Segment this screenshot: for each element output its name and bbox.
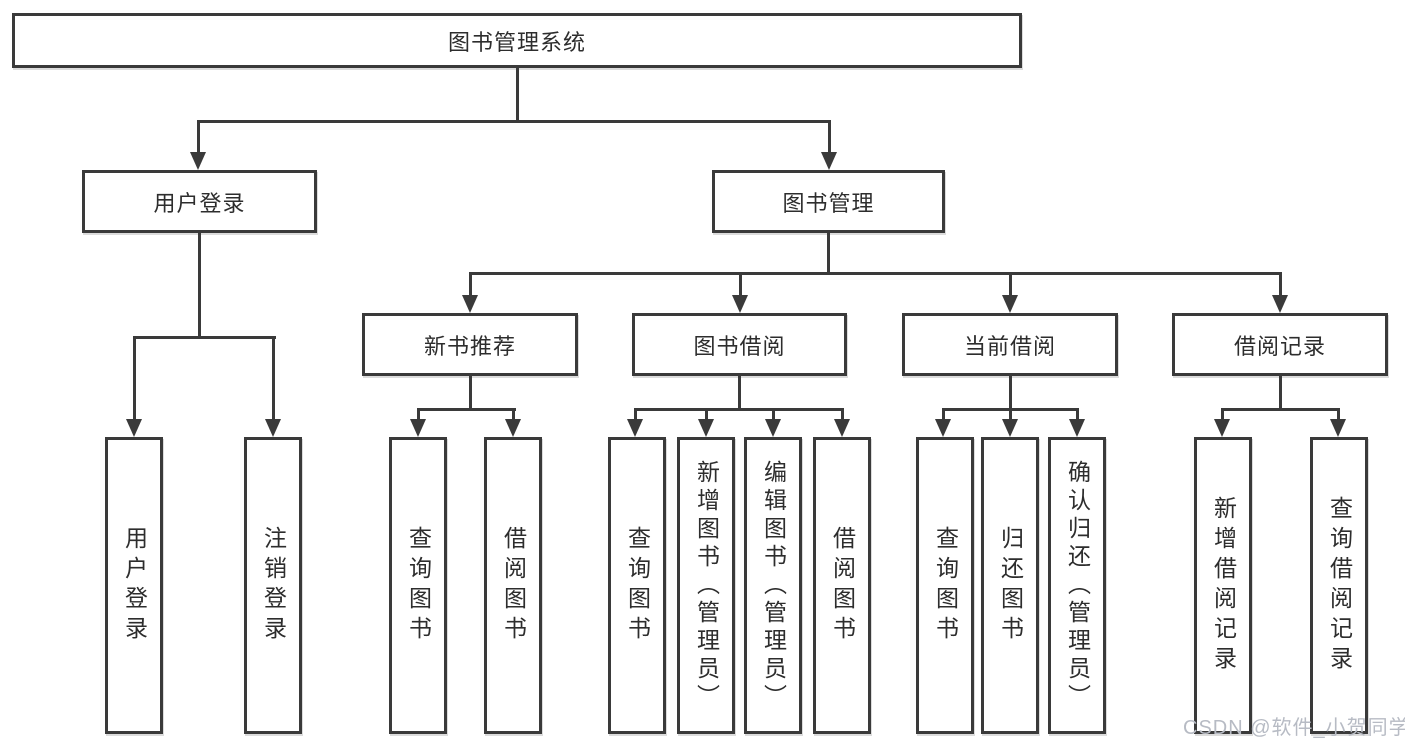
node-user-login: 用户登录 [82, 170, 317, 233]
leaf-query-books-recommend-label: 查询图书 [405, 525, 432, 646]
edge-records-hline [1221, 408, 1340, 411]
edge-borrowing-stem-4 [841, 408, 844, 419]
edge-bookmgmt-stem-2 [739, 272, 742, 295]
node-book-management: 图书管理 [712, 170, 945, 233]
node-library-system-label: 图书管理系统 [447, 29, 586, 55]
edge-newbook-vline [469, 376, 472, 408]
edge-root-hline [197, 120, 831, 123]
leaf-add-books-admin: 新增图书（管理员） [677, 437, 735, 734]
node-borrowing-records-label: 借阅记录 [1233, 333, 1326, 359]
arrowhead-down [821, 152, 837, 170]
leaf-borrow-books-recommend-label: 借阅图书 [500, 525, 527, 646]
leaf-borrow-books-recommend: 借阅图书 [484, 437, 542, 734]
node-book-management-label: 图书管理 [782, 190, 875, 216]
node-current-borrowing: 当前借阅 [902, 313, 1118, 376]
arrowhead-down [1214, 419, 1230, 437]
node-current-borrowing-label: 当前借阅 [963, 333, 1056, 359]
arrowhead-down [1272, 295, 1288, 313]
edge-userlogin-hline [133, 336, 276, 339]
arrowhead-down [505, 419, 521, 437]
edge-bookmgmt-stem-1 [469, 272, 472, 295]
edge-current-stem-2 [1009, 408, 1012, 419]
edge-userlogin-vline [198, 233, 201, 336]
arrowhead-down [732, 295, 748, 313]
edge-records-stem-2 [1337, 408, 1340, 419]
arrowhead-down [1330, 419, 1346, 437]
edge-bookmgmt-vline [827, 233, 830, 272]
csdn-watermark: CSDN @软件_小贺同学 [1183, 717, 1405, 739]
arrowhead-down [935, 419, 951, 437]
node-user-login-label: 用户登录 [153, 190, 246, 216]
leaf-logout-label: 注销登录 [260, 525, 287, 646]
edge-newbook-stem-2 [512, 408, 515, 419]
node-borrowing-records: 借阅记录 [1172, 313, 1388, 376]
edge-records-stem-1 [1221, 408, 1224, 419]
leaf-user-login-label: 用户登录 [121, 525, 148, 646]
node-book-borrowing-label: 图书借阅 [693, 333, 786, 359]
arrowhead-down [462, 295, 478, 313]
edge-borrowing-stem-2 [705, 408, 708, 419]
leaf-query-borrow-record-label: 查询借阅记录 [1326, 495, 1353, 676]
arrowhead-down [1002, 295, 1018, 313]
leaf-query-books-current-label: 查询图书 [932, 525, 959, 646]
arrowhead-down [265, 419, 281, 437]
node-book-borrowing: 图书借阅 [632, 313, 847, 376]
arrowhead-down [410, 419, 426, 437]
leaf-query-books-borrowing-label: 查询图书 [624, 525, 651, 646]
edge-userlogin-stem-2 [272, 336, 275, 419]
edge-borrowing-stem-3 [772, 408, 775, 419]
leaf-add-borrow-record: 新增借阅记录 [1194, 437, 1252, 734]
leaf-confirm-return-admin: 确认归还（管理员） [1048, 437, 1106, 734]
edge-borrowing-vline [738, 376, 741, 408]
edge-newbook-stem-1 [417, 408, 420, 419]
leaf-return-books-label: 归还图书 [997, 525, 1024, 646]
edge-current-vline [1009, 376, 1012, 408]
arrowhead-down [834, 419, 850, 437]
leaf-borrow-books-borrowing-label: 借阅图书 [829, 525, 856, 646]
edge-current-stem-1 [942, 408, 945, 419]
arrowhead-down [190, 152, 206, 170]
arrowhead-down [126, 419, 142, 437]
edge-root-right-stem [828, 120, 831, 152]
arrowhead-down [765, 419, 781, 437]
leaf-query-books-current: 查询图书 [916, 437, 974, 734]
arrowhead-down [698, 419, 714, 437]
leaf-edit-books-admin-label: 编辑图书（管理员） [760, 459, 787, 712]
edge-bookmgmt-stem-4 [1279, 272, 1282, 295]
leaf-query-books-recommend: 查询图书 [389, 437, 447, 734]
leaf-return-books: 归还图书 [981, 437, 1039, 734]
node-new-book-recommend-label: 新书推荐 [423, 333, 516, 359]
arrowhead-down [1069, 419, 1085, 437]
leaf-query-borrow-record: 查询借阅记录 [1310, 437, 1368, 734]
edge-bookmgmt-hline [469, 272, 1282, 275]
edge-root-left-stem [197, 120, 200, 152]
arrowhead-down [1002, 419, 1018, 437]
leaf-edit-books-admin: 编辑图书（管理员） [744, 437, 802, 734]
leaf-logout: 注销登录 [244, 437, 302, 734]
leaf-user-login: 用户登录 [105, 437, 163, 734]
leaf-borrow-books-borrowing: 借阅图书 [813, 437, 871, 734]
edge-records-vline [1279, 376, 1282, 408]
edge-root-vline [516, 68, 519, 120]
edge-userlogin-stem-1 [133, 336, 136, 419]
leaf-add-borrow-record-label: 新增借阅记录 [1210, 495, 1237, 676]
leaf-confirm-return-admin-label: 确认归还（管理员） [1064, 459, 1091, 712]
arrowhead-down [627, 419, 643, 437]
leaf-add-books-admin-label: 新增图书（管理员） [693, 459, 720, 712]
edge-borrowing-hline [634, 408, 844, 411]
edge-borrowing-stem-1 [634, 408, 637, 419]
edge-newbook-hline [417, 408, 516, 411]
edge-bookmgmt-stem-3 [1009, 272, 1012, 295]
node-library-system: 图书管理系统 [12, 13, 1022, 68]
edge-current-stem-3 [1076, 408, 1079, 419]
node-new-book-recommend: 新书推荐 [362, 313, 578, 376]
leaf-query-books-borrowing: 查询图书 [608, 437, 666, 734]
